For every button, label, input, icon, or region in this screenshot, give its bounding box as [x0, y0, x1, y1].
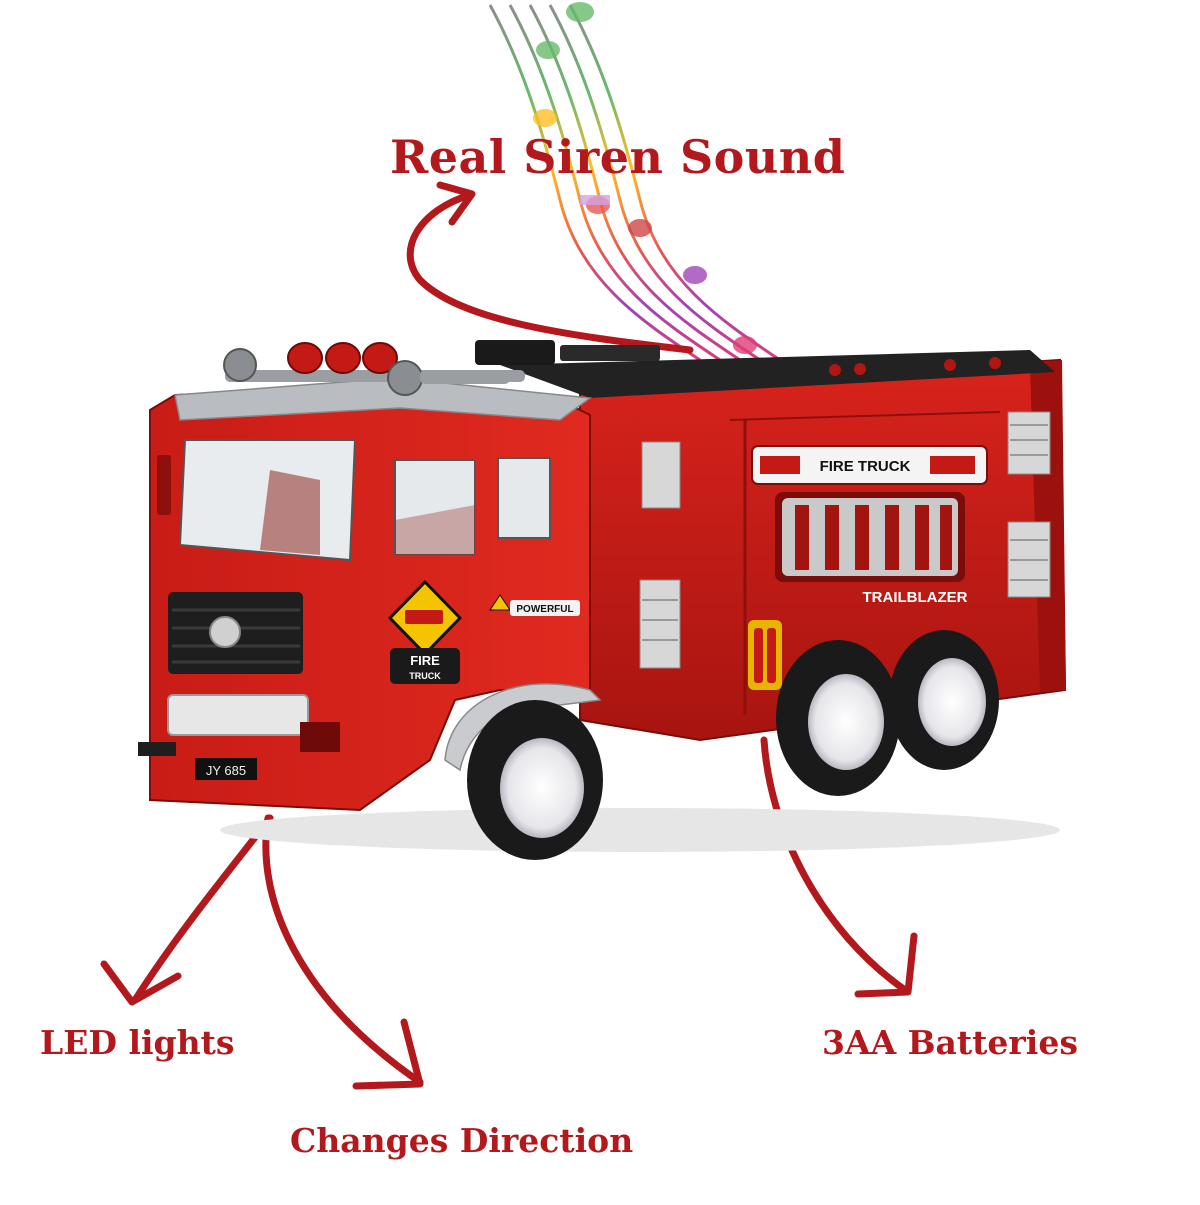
- trailblazer-sign-text: TRAILBLAZER: [863, 589, 968, 606]
- door-badge-bottom-text: TRUCK: [409, 671, 441, 681]
- music-notes-decoration: [488, 2, 781, 362]
- feature-label-led: LED lights: [40, 1023, 235, 1062]
- side-sign: FIRE TRUCK: [751, 445, 988, 485]
- ladder-window: [775, 492, 965, 582]
- music-note-icon: [533, 2, 757, 354]
- arrow-to-direction-label: [262, 814, 424, 1086]
- side-vent: [639, 411, 1051, 669]
- license-plate: JY 685: [195, 758, 257, 780]
- feature-label-batteries: 3AA Batteries: [822, 1023, 1078, 1062]
- hazard-sign-icon: FIRE TRUCK: [387, 579, 463, 684]
- front-wheel: [467, 700, 603, 860]
- rear-wheel: [776, 630, 999, 796]
- arrow-to-siren-label: [406, 191, 694, 354]
- fire-extinguisher-icon: [748, 620, 782, 690]
- powerful-sticker-text: POWERFUL: [516, 604, 573, 615]
- arrow-to-led-label: [131, 814, 274, 1004]
- side-sign-text: FIRE TRUCK: [820, 458, 911, 475]
- powerful-sticker: POWERFUL: [489, 594, 580, 616]
- arrow-to-batteries-label: [760, 736, 909, 994]
- siren-light-icon: [223, 342, 525, 396]
- fire-truck: FIRE TRUCK TRAILBLAZER: [138, 340, 1067, 860]
- license-plate-text: JY 685: [206, 763, 246, 778]
- door-badge-top-text: FIRE: [410, 653, 440, 668]
- feature-label-direction: Changes Direction: [290, 1121, 634, 1160]
- feature-label-siren: Real Siren Sound: [390, 130, 846, 184]
